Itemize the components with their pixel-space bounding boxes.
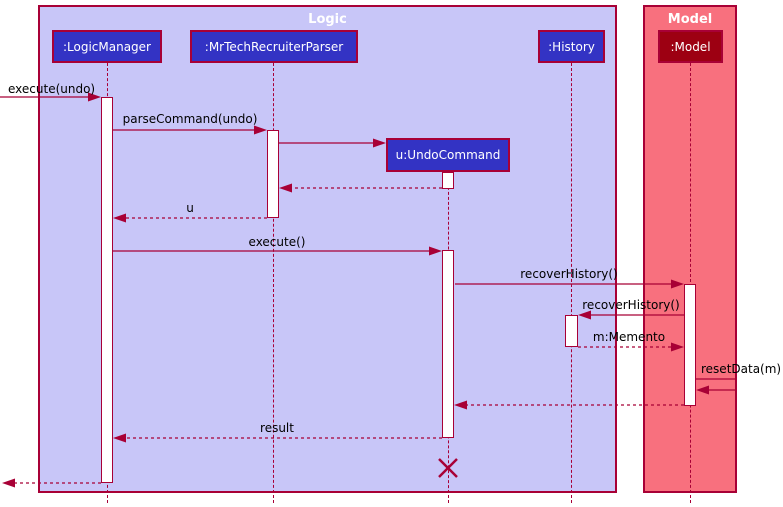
logic-frame: Logic bbox=[38, 5, 617, 493]
activation-history bbox=[565, 315, 578, 347]
message-label-m-memento: m:Memento bbox=[592, 330, 666, 344]
activation-logic-manager bbox=[101, 97, 113, 483]
message-label-return-u: u bbox=[186, 201, 194, 215]
participant-history: :History bbox=[538, 30, 605, 63]
message-label-reset-data: resetData(m) bbox=[701, 362, 782, 376]
message-label-result: result bbox=[260, 421, 294, 435]
participant-model: :Model bbox=[658, 30, 723, 63]
message-label-execute-undo: execute(undo) bbox=[8, 82, 96, 96]
message-label-parse-command: parseCommand(undo) bbox=[122, 112, 258, 126]
activation-model bbox=[684, 284, 696, 406]
activation-undo-command-execute bbox=[442, 250, 454, 438]
participant-undo-command: u:UndoCommand bbox=[386, 138, 510, 172]
message-label-recover-history-2: recoverHistory() bbox=[582, 298, 680, 312]
participant-logic-manager: :LogicManager bbox=[52, 30, 162, 63]
activation-parser bbox=[267, 130, 279, 218]
activation-undo-command-create bbox=[442, 172, 454, 189]
lifeline-history bbox=[571, 63, 572, 503]
lifeline-model bbox=[690, 63, 691, 503]
message-label-recover-history-1: recoverHistory() bbox=[520, 267, 618, 281]
participant-parser: :MrTechRecruiterParser bbox=[190, 30, 358, 63]
model-frame-title: Model bbox=[667, 12, 713, 27]
message-label-execute: execute() bbox=[248, 235, 306, 249]
lifeline-parser bbox=[273, 63, 274, 503]
logic-frame-title: Logic bbox=[308, 12, 347, 27]
